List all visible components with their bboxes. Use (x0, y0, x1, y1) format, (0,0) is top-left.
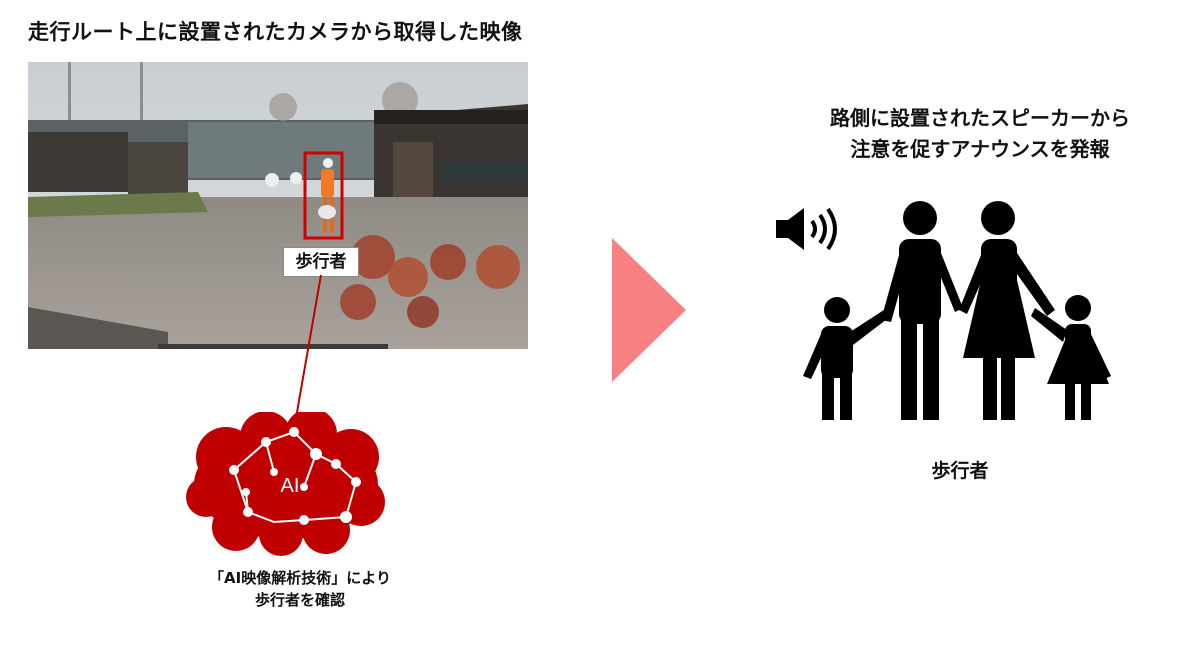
family-icon (803, 201, 1111, 420)
page-title: 走行ルート上に設置されたカメラから取得した映像 (28, 20, 523, 44)
camera-image (28, 62, 528, 349)
announcement-text: 路側に設置されたスピーカーから 注意を促すアナウンスを発報 (760, 103, 1200, 165)
speaker-icon (776, 207, 837, 251)
ai-badge: AI (281, 475, 300, 497)
arrow-right-icon (612, 238, 686, 382)
announcement-line1: 路側に設置されたスピーカーから (830, 106, 1130, 130)
announcement-line2: 注意を促すアナウンスを発報 (850, 137, 1110, 161)
ai-caption: 「AI映像解析技術」により 歩行者を確認 (150, 567, 450, 611)
detection-label: 歩行者 (283, 247, 359, 277)
ai-caption-line1: 「AI映像解析技術」により (209, 569, 391, 587)
ai-brain-icon: AI (186, 412, 385, 556)
pedestrian-label: 歩行者 (931, 460, 989, 482)
ai-caption-line2: 歩行者を確認 (254, 591, 345, 609)
